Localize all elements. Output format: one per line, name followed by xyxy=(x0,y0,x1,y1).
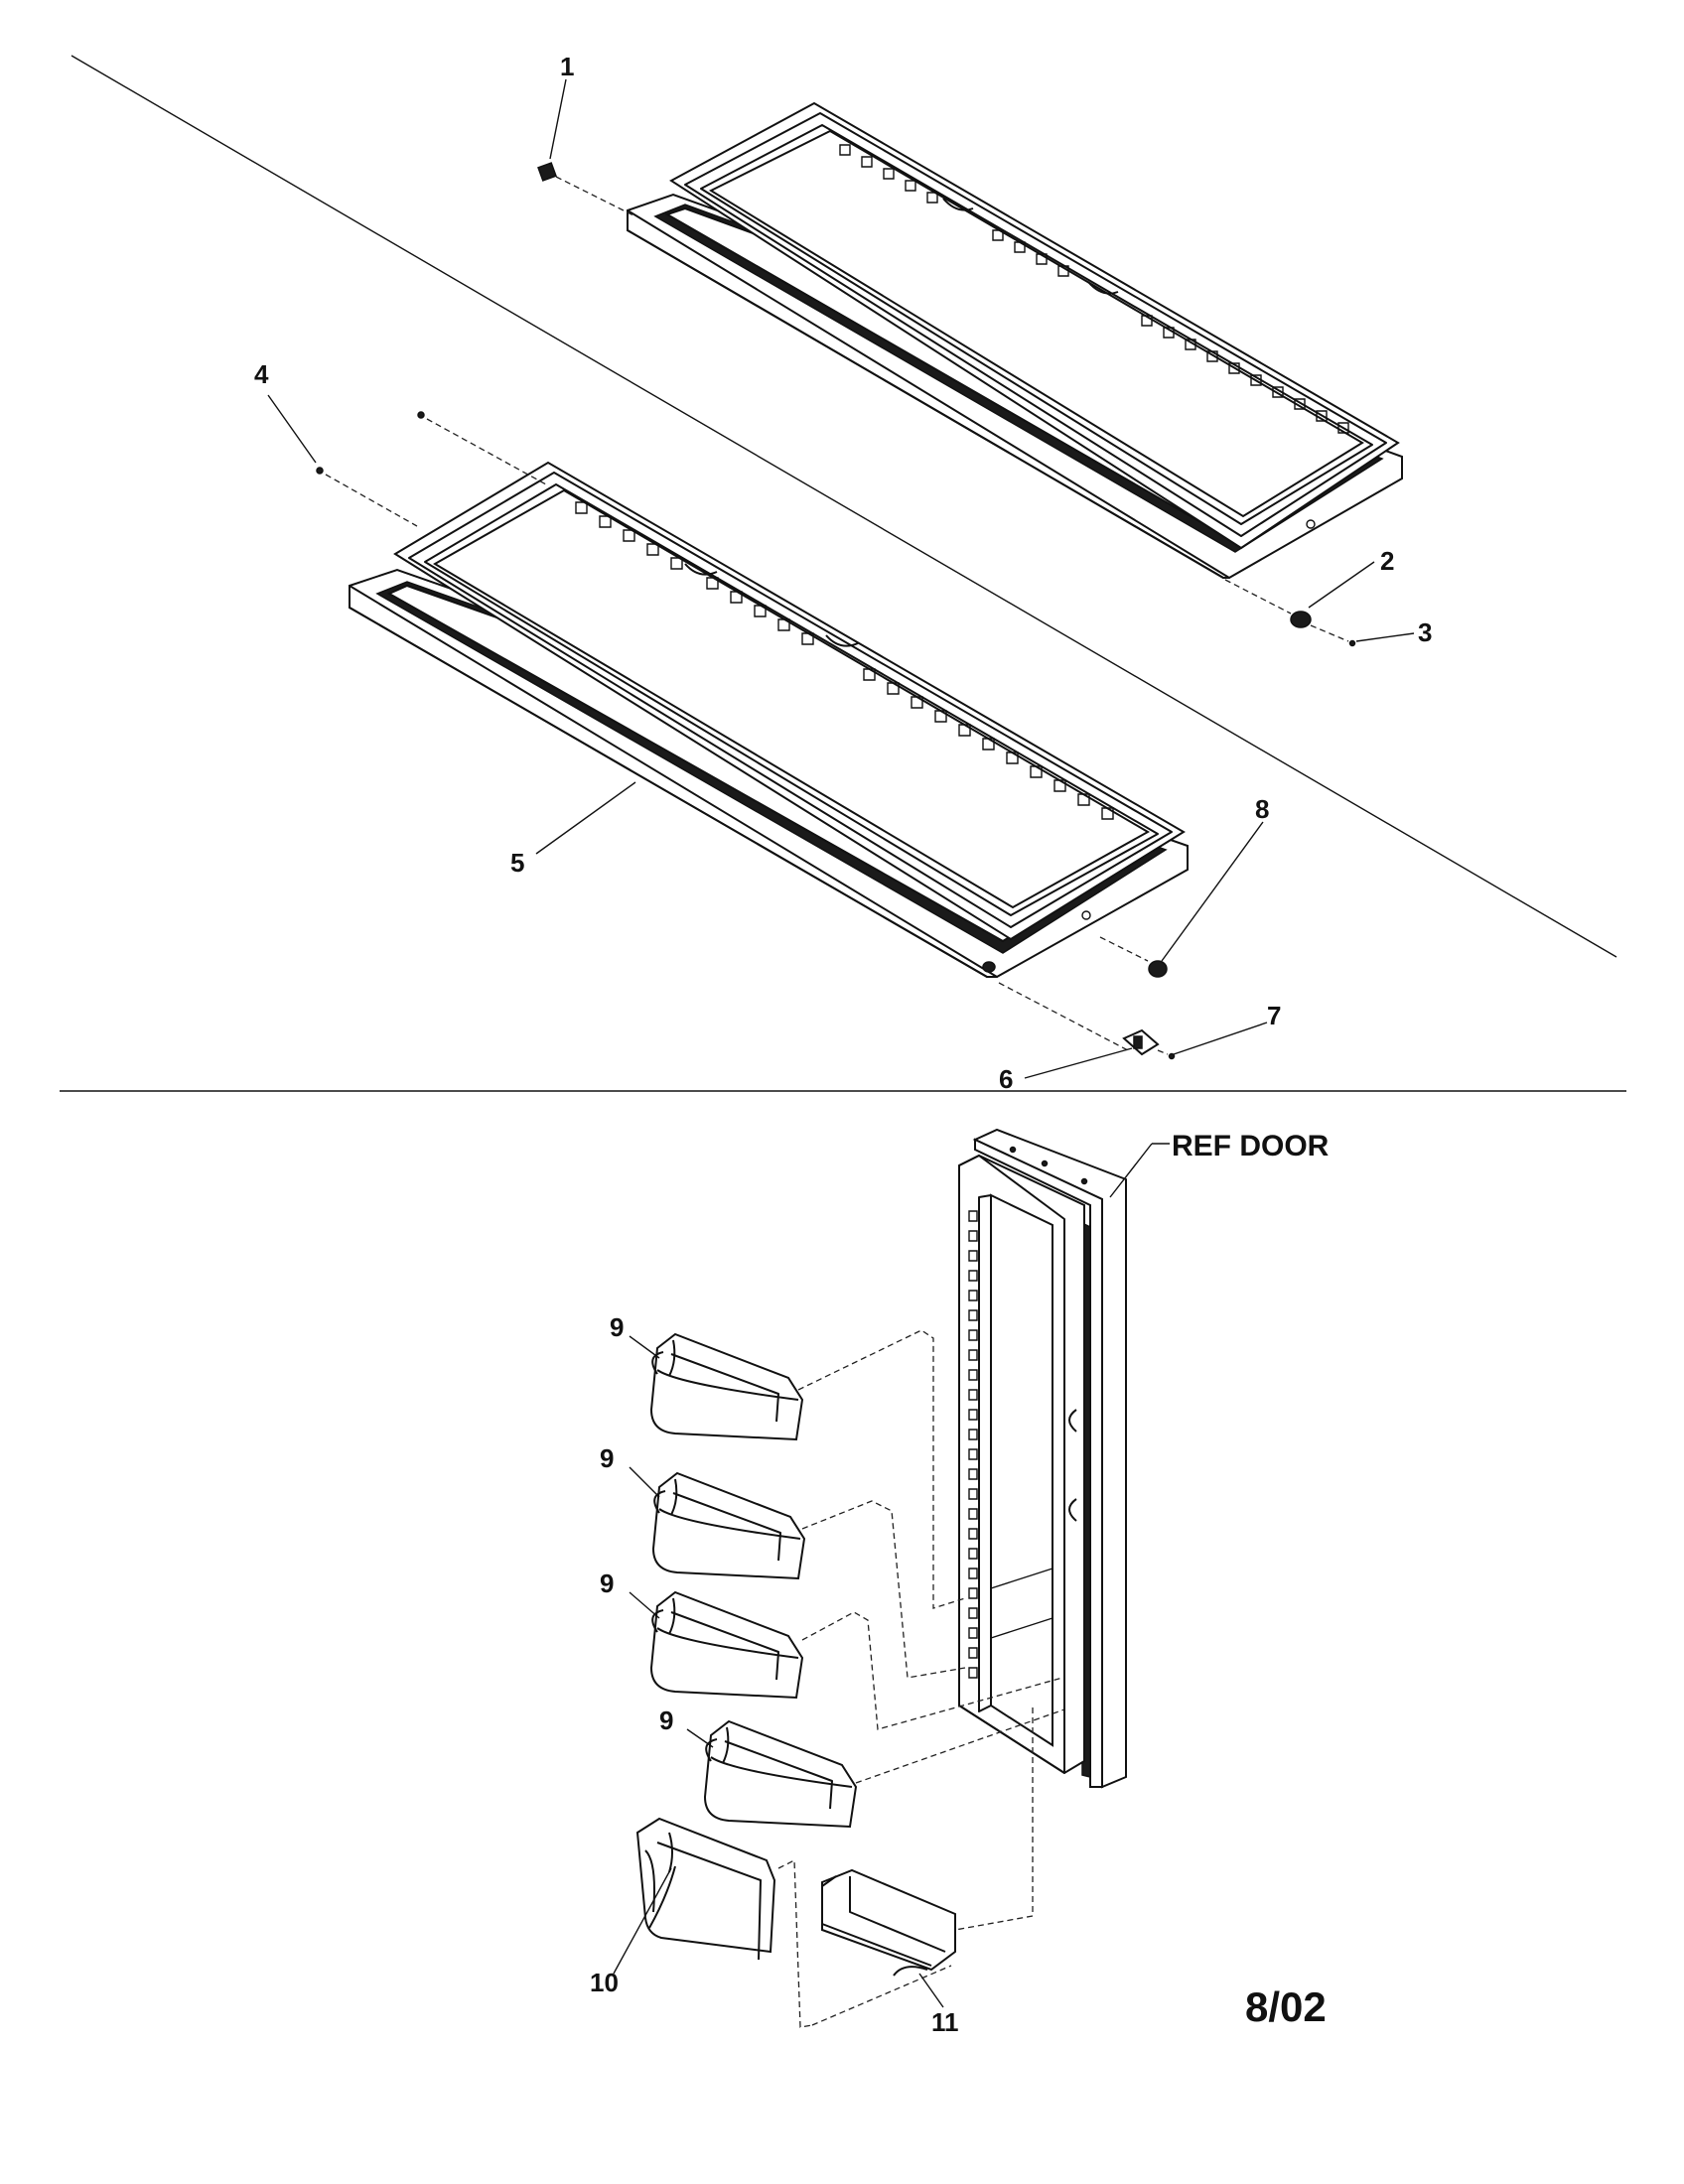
door-bin-9c xyxy=(651,1592,802,1698)
callout-2: 2 xyxy=(1380,546,1394,576)
callout-9c: 9 xyxy=(600,1569,614,1598)
upper-door-panel xyxy=(628,103,1402,578)
callout-1: 1 xyxy=(560,52,574,81)
door-bin-11 xyxy=(822,1870,955,1976)
callout-7: 7 xyxy=(1267,1001,1281,1030)
part-8-bushing xyxy=(1100,937,1167,977)
part-7-screw xyxy=(1158,1050,1176,1060)
door-bin-9d xyxy=(705,1721,856,1827)
diagonal-divider xyxy=(71,56,1616,957)
upper-panel-slots xyxy=(840,145,1348,433)
callout-3: 3 xyxy=(1418,617,1432,647)
ref-door-label: REF DOOR xyxy=(1172,1130,1330,1162)
callout-labels: 1 2 3 4 5 6 7 8 9 9 9 9 10 11 xyxy=(254,52,1432,2037)
ref-door xyxy=(959,1130,1170,1787)
part-6-hinge-bracket xyxy=(999,983,1158,1054)
callout-9b: 9 xyxy=(600,1443,614,1473)
date-stamp: 8/02 xyxy=(1245,1983,1327,2030)
callout-8: 8 xyxy=(1255,794,1269,824)
callout-9d: 9 xyxy=(659,1706,673,1735)
door-bin-9b xyxy=(653,1473,804,1578)
callout-11: 11 xyxy=(931,2007,959,2037)
lower-panel-slots xyxy=(576,502,1113,819)
callout-6: 6 xyxy=(999,1064,1013,1094)
callout-9a: 9 xyxy=(610,1312,624,1342)
callout-4: 4 xyxy=(254,359,269,389)
ref-door-slots xyxy=(969,1211,977,1678)
callout-10: 10 xyxy=(590,1968,619,1997)
part-3-screw xyxy=(1311,625,1356,647)
part-4-screws xyxy=(316,411,546,526)
door-bin-10 xyxy=(637,1819,774,1960)
callout-leaders xyxy=(268,79,1414,2007)
door-bin-9a xyxy=(651,1334,802,1439)
part-1-hinge-bushing xyxy=(538,163,635,216)
callout-5: 5 xyxy=(510,848,524,878)
lower-door-panel xyxy=(350,463,1188,977)
bin-routing-lines xyxy=(778,1330,1064,2027)
part-2-hinge-pin xyxy=(1225,580,1311,627)
